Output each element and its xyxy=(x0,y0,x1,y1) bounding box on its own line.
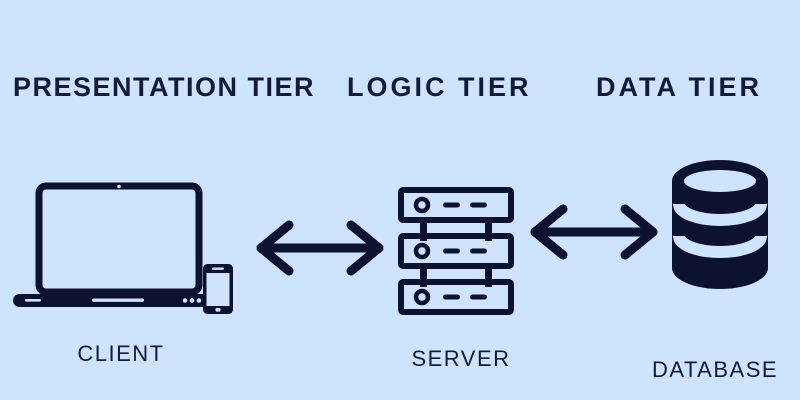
presentation-tier-heading: PRESENTATION TIER xyxy=(13,72,316,102)
database-label: DATABASE xyxy=(651,357,779,382)
database-cylinder-icon xyxy=(672,160,768,289)
client-label: CLIENT xyxy=(77,341,165,366)
server-label: SERVER xyxy=(411,346,511,371)
server-database-arrow xyxy=(530,204,658,260)
laptop-and-phone-icon xyxy=(13,182,233,314)
client-server-arrow xyxy=(256,220,384,276)
server-rack-icon xyxy=(398,187,514,315)
data-tier-heading: DATA TIER xyxy=(596,72,762,102)
logic-tier-heading: LOGIC TIER xyxy=(347,72,532,102)
